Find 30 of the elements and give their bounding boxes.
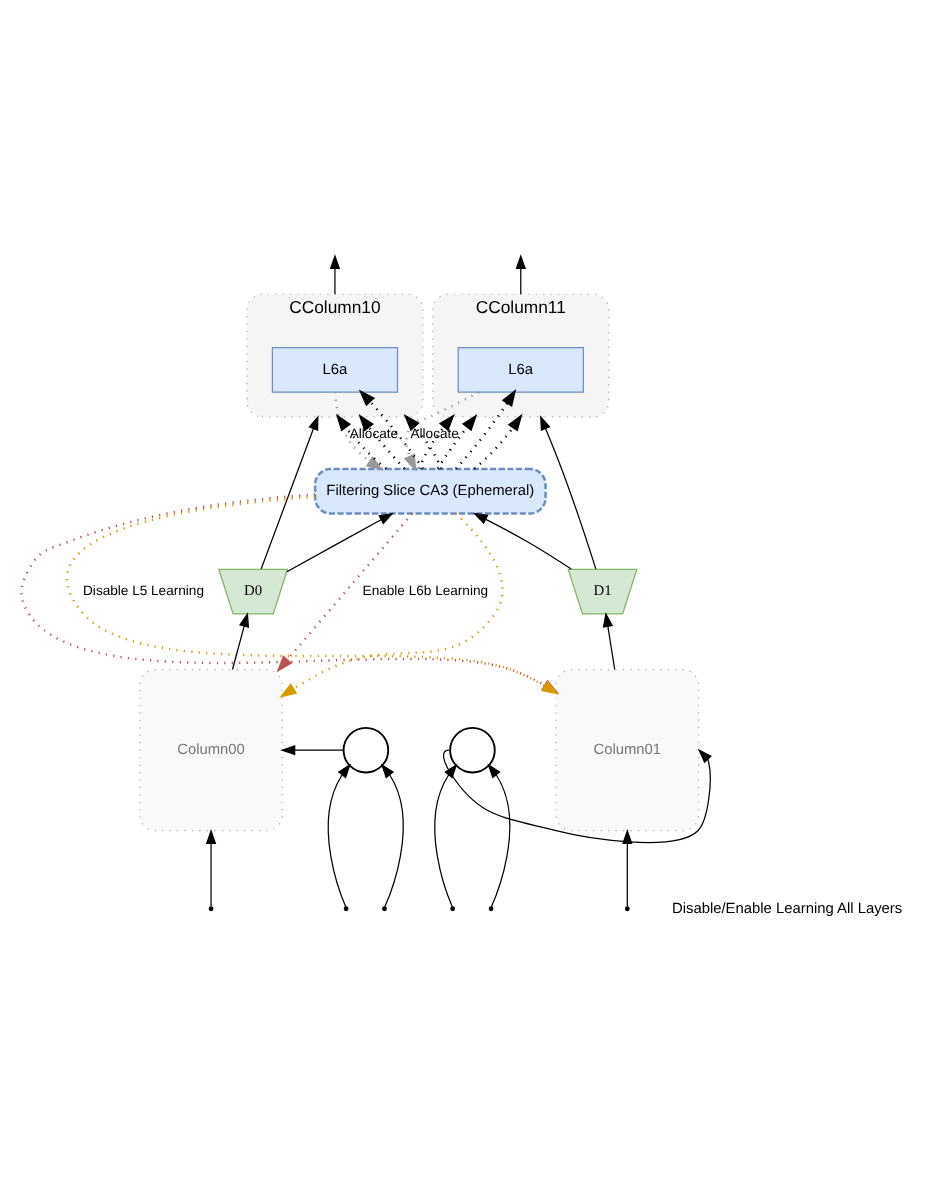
arrow	[515, 254, 526, 295]
arrow	[380, 763, 404, 908]
arrow	[442, 748, 712, 844]
arrow	[205, 829, 217, 908]
arrow	[329, 254, 341, 295]
arrow	[473, 413, 523, 470]
arrow	[358, 389, 424, 470]
arrow	[436, 413, 478, 470]
node-circle	[342, 726, 390, 774]
arrow	[434, 763, 458, 908]
arrow	[403, 414, 443, 470]
arrow	[622, 829, 633, 908]
arrow	[279, 512, 504, 698]
arrow	[455, 388, 517, 470]
arrow	[418, 414, 455, 470]
arrow	[280, 744, 345, 756]
arrow	[602, 612, 616, 671]
arrow	[487, 763, 511, 908]
arrow	[286, 512, 394, 573]
node-circle	[449, 726, 496, 774]
arrow	[539, 415, 597, 570]
arrow	[327, 763, 351, 908]
arrow	[335, 413, 387, 470]
arrow	[276, 512, 414, 673]
arrow	[403, 391, 480, 472]
arrow	[260, 415, 319, 570]
arrow	[231, 612, 250, 671]
arrow	[472, 512, 572, 570]
arrow	[333, 392, 384, 471]
arrow	[358, 413, 406, 470]
